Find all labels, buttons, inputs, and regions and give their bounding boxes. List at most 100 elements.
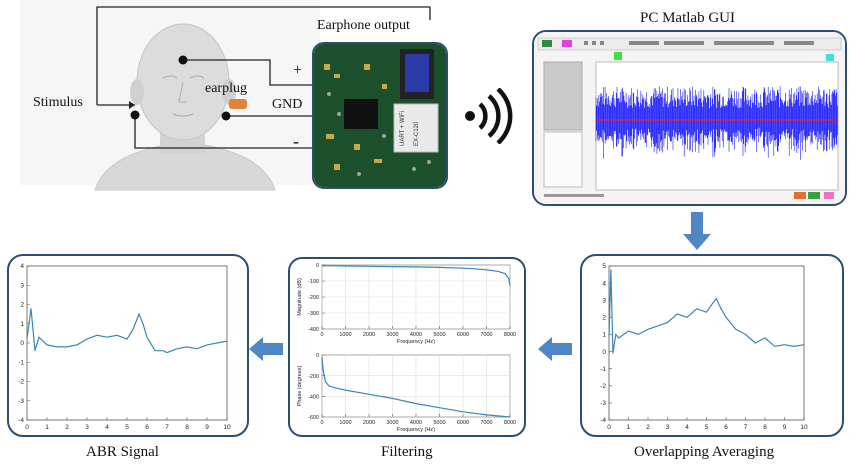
board-panel: UART + WiFi EX-C120 (312, 42, 448, 189)
series-line (608, 269, 805, 354)
right-eye (189, 75, 205, 79)
y-tick-label: 5 (602, 263, 606, 270)
left-arrow-to-filtering (538, 337, 572, 361)
x-tick-label: 6 (145, 424, 149, 431)
plot-frame (608, 265, 805, 421)
earplug-label: earplug (205, 81, 247, 96)
gui-orange-button (794, 192, 806, 199)
y-tick-label: -300 (308, 311, 319, 317)
plus-label: + (293, 62, 303, 79)
gui-start-button (614, 52, 622, 60)
series-line (321, 357, 511, 418)
y-tick-label: 0 (602, 349, 606, 356)
y-tick-label: 4 (20, 263, 24, 270)
x-tick-label: 0 (25, 424, 29, 431)
x-tick-label: 4 (685, 424, 689, 431)
x-tick-label: 9 (783, 424, 787, 431)
mouth (172, 113, 194, 117)
y-tick-label: 0 (20, 340, 24, 347)
plot-frame (26, 265, 228, 421)
x-tick-label: 3000 (386, 332, 398, 338)
x-tick-label: 1 (627, 424, 631, 431)
x-tick-label: 5 (705, 424, 709, 431)
gui-cyan-button (826, 54, 834, 61)
x-tick-label: 6000 (457, 332, 469, 338)
gnd-label: GND (272, 97, 303, 112)
y-axis-label: Magnitude (dB) (297, 278, 303, 316)
electrode-top (178, 55, 188, 65)
electrode-left (130, 110, 140, 120)
y-axis-label: Phase (degrees) (297, 366, 303, 407)
gui-green-status (808, 192, 820, 199)
x-tick-label: 3 (85, 424, 89, 431)
series-line (26, 308, 228, 354)
x-tick-label: 5000 (433, 420, 445, 426)
wiring (96, 6, 431, 149)
x-tick-label: 6000 (457, 420, 469, 426)
down-arrow (683, 212, 711, 250)
x-tick-label: 6 (724, 424, 728, 431)
y-tick-label: 1 (20, 321, 24, 328)
x-tick-label: 7000 (480, 332, 492, 338)
mcu-chip (344, 99, 378, 129)
pc-gui-title: PC Matlab GUI (640, 10, 735, 26)
nose (178, 81, 187, 103)
left-eye (162, 75, 178, 79)
gui-magenta-button (562, 40, 572, 47)
x-tick-label: 4000 (410, 332, 422, 338)
x-tick-label: 1000 (339, 332, 351, 338)
x-tick-label: 3 (666, 424, 670, 431)
gui-left-pane (543, 61, 583, 131)
x-tick-label: 2000 (363, 332, 375, 338)
x-tick-label: 8000 (504, 420, 516, 426)
gui-green-button (542, 40, 552, 47)
y-tick-label: 0 (316, 353, 319, 359)
left-ear (130, 79, 144, 105)
y-tick-label: 2 (20, 302, 24, 309)
filtering-caption: Filtering (381, 444, 433, 460)
y-tick-label: 1 (602, 332, 606, 339)
x-tick-label: 3000 (386, 420, 398, 426)
chip-text-1: UART + WiFi (400, 111, 406, 146)
wireless-icon (465, 88, 513, 144)
x-tick-label: 10 (800, 424, 808, 431)
x-tick-label: 0 (320, 332, 323, 338)
y-tick-label: 4 (602, 280, 606, 287)
x-tick-label: 8 (763, 424, 767, 431)
x-tick-label: 8000 (504, 332, 516, 338)
x-tick-label: 7 (165, 424, 169, 431)
matlab-gui-panel (532, 30, 847, 206)
x-tick-label: 2000 (363, 420, 375, 426)
y-tick-label: -100 (308, 279, 319, 285)
x-tick-label: 2 (65, 424, 69, 431)
abr-caption: ABR Signal (86, 444, 159, 460)
x-tick-label: 1000 (339, 420, 351, 426)
y-tick-label: -4 (600, 417, 606, 424)
matlab-gui-screenshot (534, 32, 845, 204)
y-tick-label: -600 (308, 415, 319, 421)
x-tick-label: 4000 (410, 420, 422, 426)
stimulus-label: Stimulus (33, 95, 83, 110)
y-tick-label: -200 (308, 295, 319, 301)
earphone-output-title: Earphone output (317, 18, 410, 33)
x-tick-label: 1 (45, 424, 49, 431)
filtering-panel: 0 1000 2000 3000 4000 5000 6000 7000 8000 0 -100 -2… (288, 257, 526, 437)
y-tick-label: -1 (600, 366, 606, 373)
y-tick-label: 3 (602, 297, 606, 304)
y-tick-label: -3 (18, 398, 24, 405)
y-tick-label: -2 (600, 383, 606, 390)
y-tick-label: -200 (308, 374, 319, 380)
x-tick-label: 4 (105, 424, 109, 431)
circuit-board-image (314, 44, 446, 187)
y-tick-label: -400 (308, 395, 319, 401)
minus-label: - (293, 131, 299, 151)
y-tick-label: -400 (308, 327, 319, 333)
y-tick-label: 0 (316, 263, 319, 269)
x-tick-label: 8 (185, 424, 189, 431)
x-tick-label: 7000 (480, 420, 492, 426)
x-tick-label: 7 (744, 424, 748, 431)
